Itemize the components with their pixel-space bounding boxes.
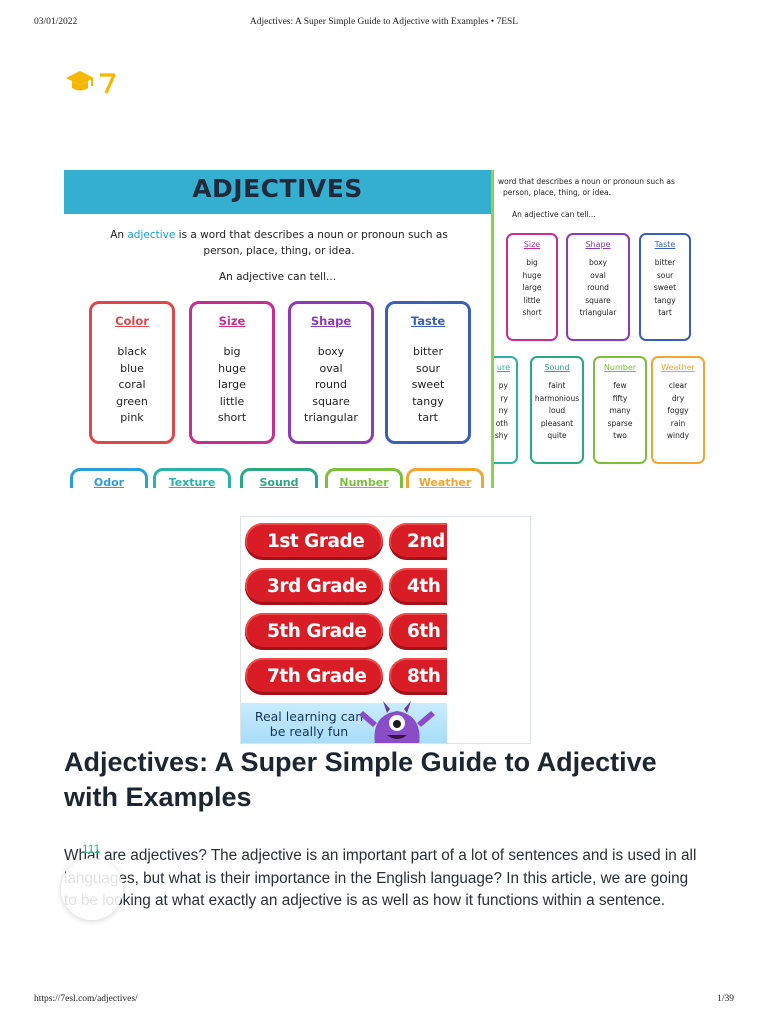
print-url: https://7esl.com/adjectives/ xyxy=(34,994,138,1004)
site-logo[interactable] xyxy=(64,66,124,98)
card-title: Taste xyxy=(654,240,676,249)
infographic-definition: An adjective is a word that describes a … xyxy=(110,229,448,257)
card-title: Size xyxy=(523,240,541,249)
grade-button[interactable]: 7th Grade xyxy=(245,658,383,695)
article-intro: What are adjectives? The adjective is an… xyxy=(64,847,697,909)
side-definition: word that describes a noun or pronoun su… xyxy=(498,177,675,197)
card-title: Number xyxy=(603,363,637,372)
monster-mascot-icon xyxy=(359,701,435,743)
grade-ad-banner[interactable]: 1st Grade 2nd 3rd Grade 4th 5th Grade 6t… xyxy=(240,516,531,744)
category-card-texture: Texture xyxy=(153,468,231,488)
category-card-weather: Weather xyxy=(406,468,484,488)
card-title: Color xyxy=(115,314,149,328)
grade-button[interactable]: 3rd Grade xyxy=(245,568,383,605)
card-title: Taste xyxy=(410,314,446,328)
infographic-tell: An adjective can tell... xyxy=(218,271,337,283)
card-title: Shape xyxy=(585,240,611,249)
category-card-odor: Odor xyxy=(70,468,148,488)
adjectives-infographic: ADJECTIVES An adjective is a word that d… xyxy=(64,170,705,488)
graduation-cap-icon xyxy=(66,71,116,94)
grade-button[interactable]: 1st Grade xyxy=(245,523,383,560)
highlight-word: adjective xyxy=(127,229,176,241)
side-tell: An adjective can tell... xyxy=(512,210,596,219)
card-title: Weather xyxy=(661,363,695,372)
category-card-number: Number xyxy=(325,468,403,488)
grade-button[interactable]: 6th xyxy=(389,613,447,650)
card-title: Size xyxy=(218,314,246,328)
infographic-heading: ADJECTIVES xyxy=(192,174,363,203)
card-title: ure xyxy=(496,363,510,372)
print-title: Adjectives: A Super Simple Guide to Adje… xyxy=(249,17,519,27)
share-button[interactable] xyxy=(61,858,123,920)
infographic-main-panel: ADJECTIVES An adjective is a word that d… xyxy=(64,170,491,488)
category-card-sound: Sound xyxy=(240,468,318,488)
share-count: 111 xyxy=(82,842,101,856)
ad-tagline: Real learning can be really fun xyxy=(254,709,364,739)
infographic-side-panel: word that describes a noun or pronoun su… xyxy=(494,170,705,488)
article-title: Adjectives: A Super Simple Guide to Adje… xyxy=(64,747,657,812)
ad-content: 1st Grade 2nd 3rd Grade 4th 5th Grade 6t… xyxy=(241,517,447,743)
infographic-banner xyxy=(64,170,491,214)
card-title: Shape xyxy=(310,314,352,328)
grade-button[interactable]: 2nd xyxy=(389,523,447,560)
print-date: 03/01/2022 xyxy=(34,17,78,27)
card-title: Sound xyxy=(544,363,570,372)
print-page-number: 1/39 xyxy=(717,994,734,1004)
grade-button[interactable]: 5th Grade xyxy=(245,613,383,650)
grade-button[interactable]: 8th xyxy=(389,658,447,695)
infographic-divider xyxy=(491,170,494,488)
grade-button[interactable]: 4th xyxy=(389,568,447,605)
